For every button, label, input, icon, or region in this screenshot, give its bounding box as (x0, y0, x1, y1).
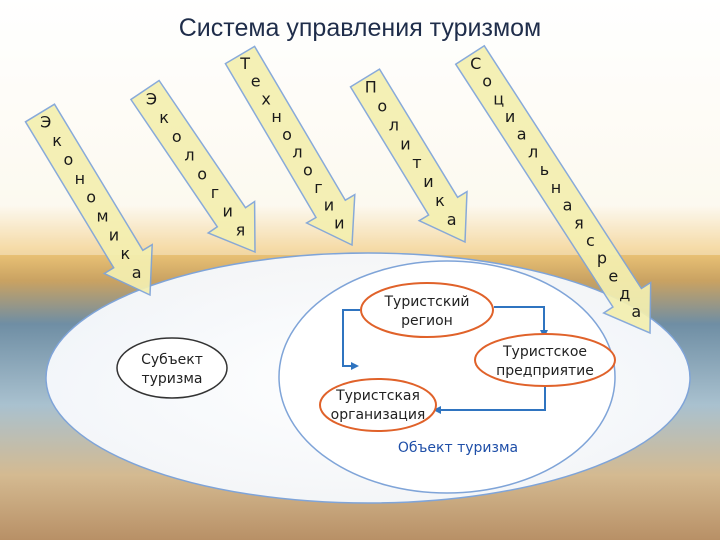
object-ellipse (278, 260, 616, 494)
factor-arrow-ecology: Экология (129, 79, 256, 254)
organization-line-2: организация (331, 407, 426, 423)
factor-label-social-environment: Социальнаясреда (470, 54, 641, 321)
enterprise-line-2: предприятие (496, 363, 594, 379)
region-line-1: Туристский (383, 294, 469, 310)
factor-label-ecology: Экология (146, 89, 245, 239)
node-subject: Субъект туризма (116, 337, 228, 399)
factor-label-politics: Политика (365, 78, 457, 230)
factor-label-technology: Технологии (239, 54, 344, 233)
connector-enterprise-to-organization (433, 380, 546, 414)
subject-line-2: туризма (141, 371, 202, 387)
slide-title: Система управления туризмом (178, 14, 542, 42)
organization-line-1: Туристская (335, 388, 420, 404)
node-tourist-region: Туристский регион (360, 282, 494, 338)
enterprise-line-1: Туристское (502, 344, 587, 360)
factor-arrow-technology: Технологии (224, 45, 356, 247)
factor-arrows: ЭкономикаЭкологияТехнологииПолитикаСоциа… (24, 44, 652, 335)
factor-label-economy: Экономика (40, 112, 141, 282)
object-of-tourism-label: Объект туризма (398, 440, 518, 456)
connector-region-to-enterprise (494, 306, 548, 338)
subject-line-1: Субъект (141, 352, 203, 368)
factor-arrow-economy: Экономика (24, 103, 154, 297)
connector-region-to-organization (342, 309, 360, 370)
factor-arrow-social-environment: Социальнаясреда (454, 44, 652, 335)
node-tourist-enterprise: Туристское предприятие (474, 333, 616, 387)
node-tourist-organization: Туристская организация (319, 378, 437, 432)
region-line-2: регион (401, 313, 453, 329)
factor-arrow-politics: Политика (349, 68, 468, 244)
